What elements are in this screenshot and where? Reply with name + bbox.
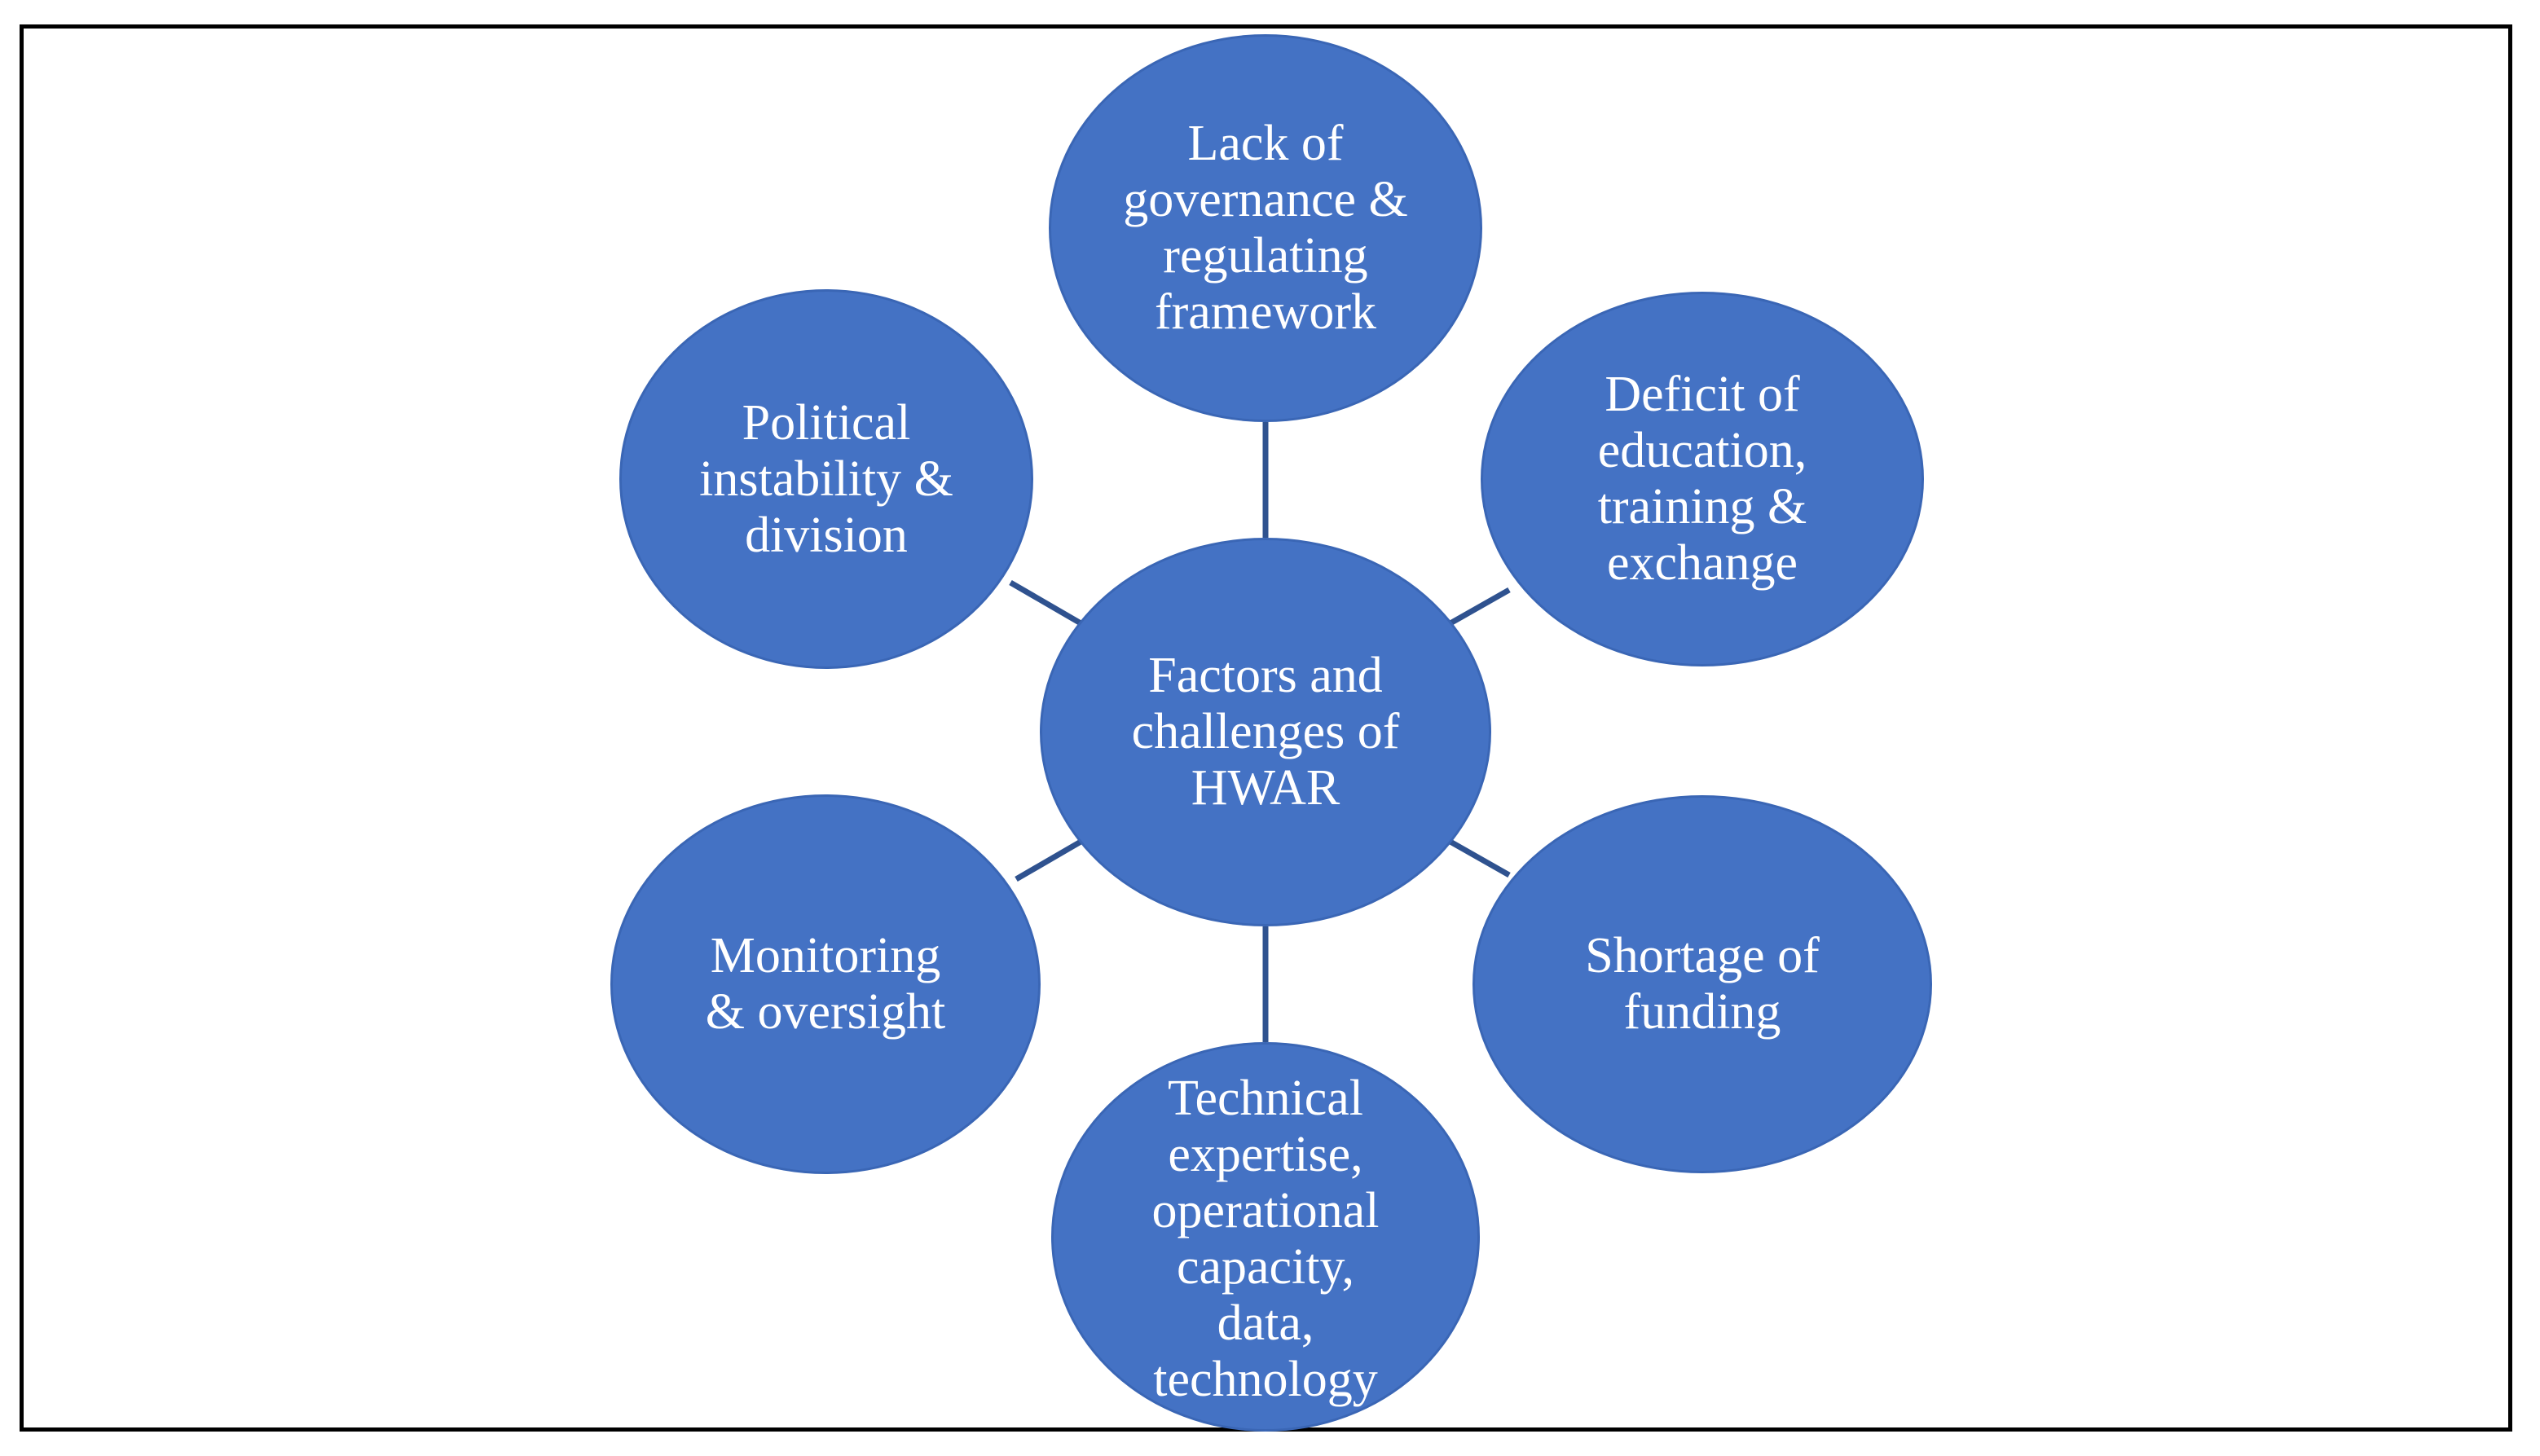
connector-political — [1009, 579, 1084, 627]
node-political-label: Political instability & division — [699, 394, 953, 563]
node-monitoring: Monitoring & oversight — [610, 794, 1041, 1174]
node-political: Political instability & division — [619, 289, 1033, 669]
node-education: Deficit of education, training & exchang… — [1481, 292, 1924, 666]
node-governance-label: Lack of governance & regulating framewor… — [1123, 116, 1408, 340]
node-funding: Shortage of funding — [1472, 795, 1932, 1173]
connector-funding — [1447, 838, 1511, 878]
node-funding-label: Shortage of funding — [1585, 928, 1820, 1040]
connector-monitoring — [1015, 838, 1084, 882]
connector-education — [1447, 587, 1511, 627]
node-governance: Lack of governance & regulating framewor… — [1049, 34, 1482, 422]
center-node: Factors and challenges of HWAR — [1040, 538, 1491, 926]
node-technical: Technical expertise, operational capacit… — [1051, 1042, 1480, 1432]
node-monitoring-label: Monitoring & oversight — [705, 928, 946, 1040]
node-education-label: Deficit of education, training & exchang… — [1597, 367, 1807, 591]
center-node-label: Factors and challenges of HWAR — [1131, 648, 1400, 816]
node-technical-label: Technical expertise, operational capacit… — [1151, 1071, 1380, 1407]
